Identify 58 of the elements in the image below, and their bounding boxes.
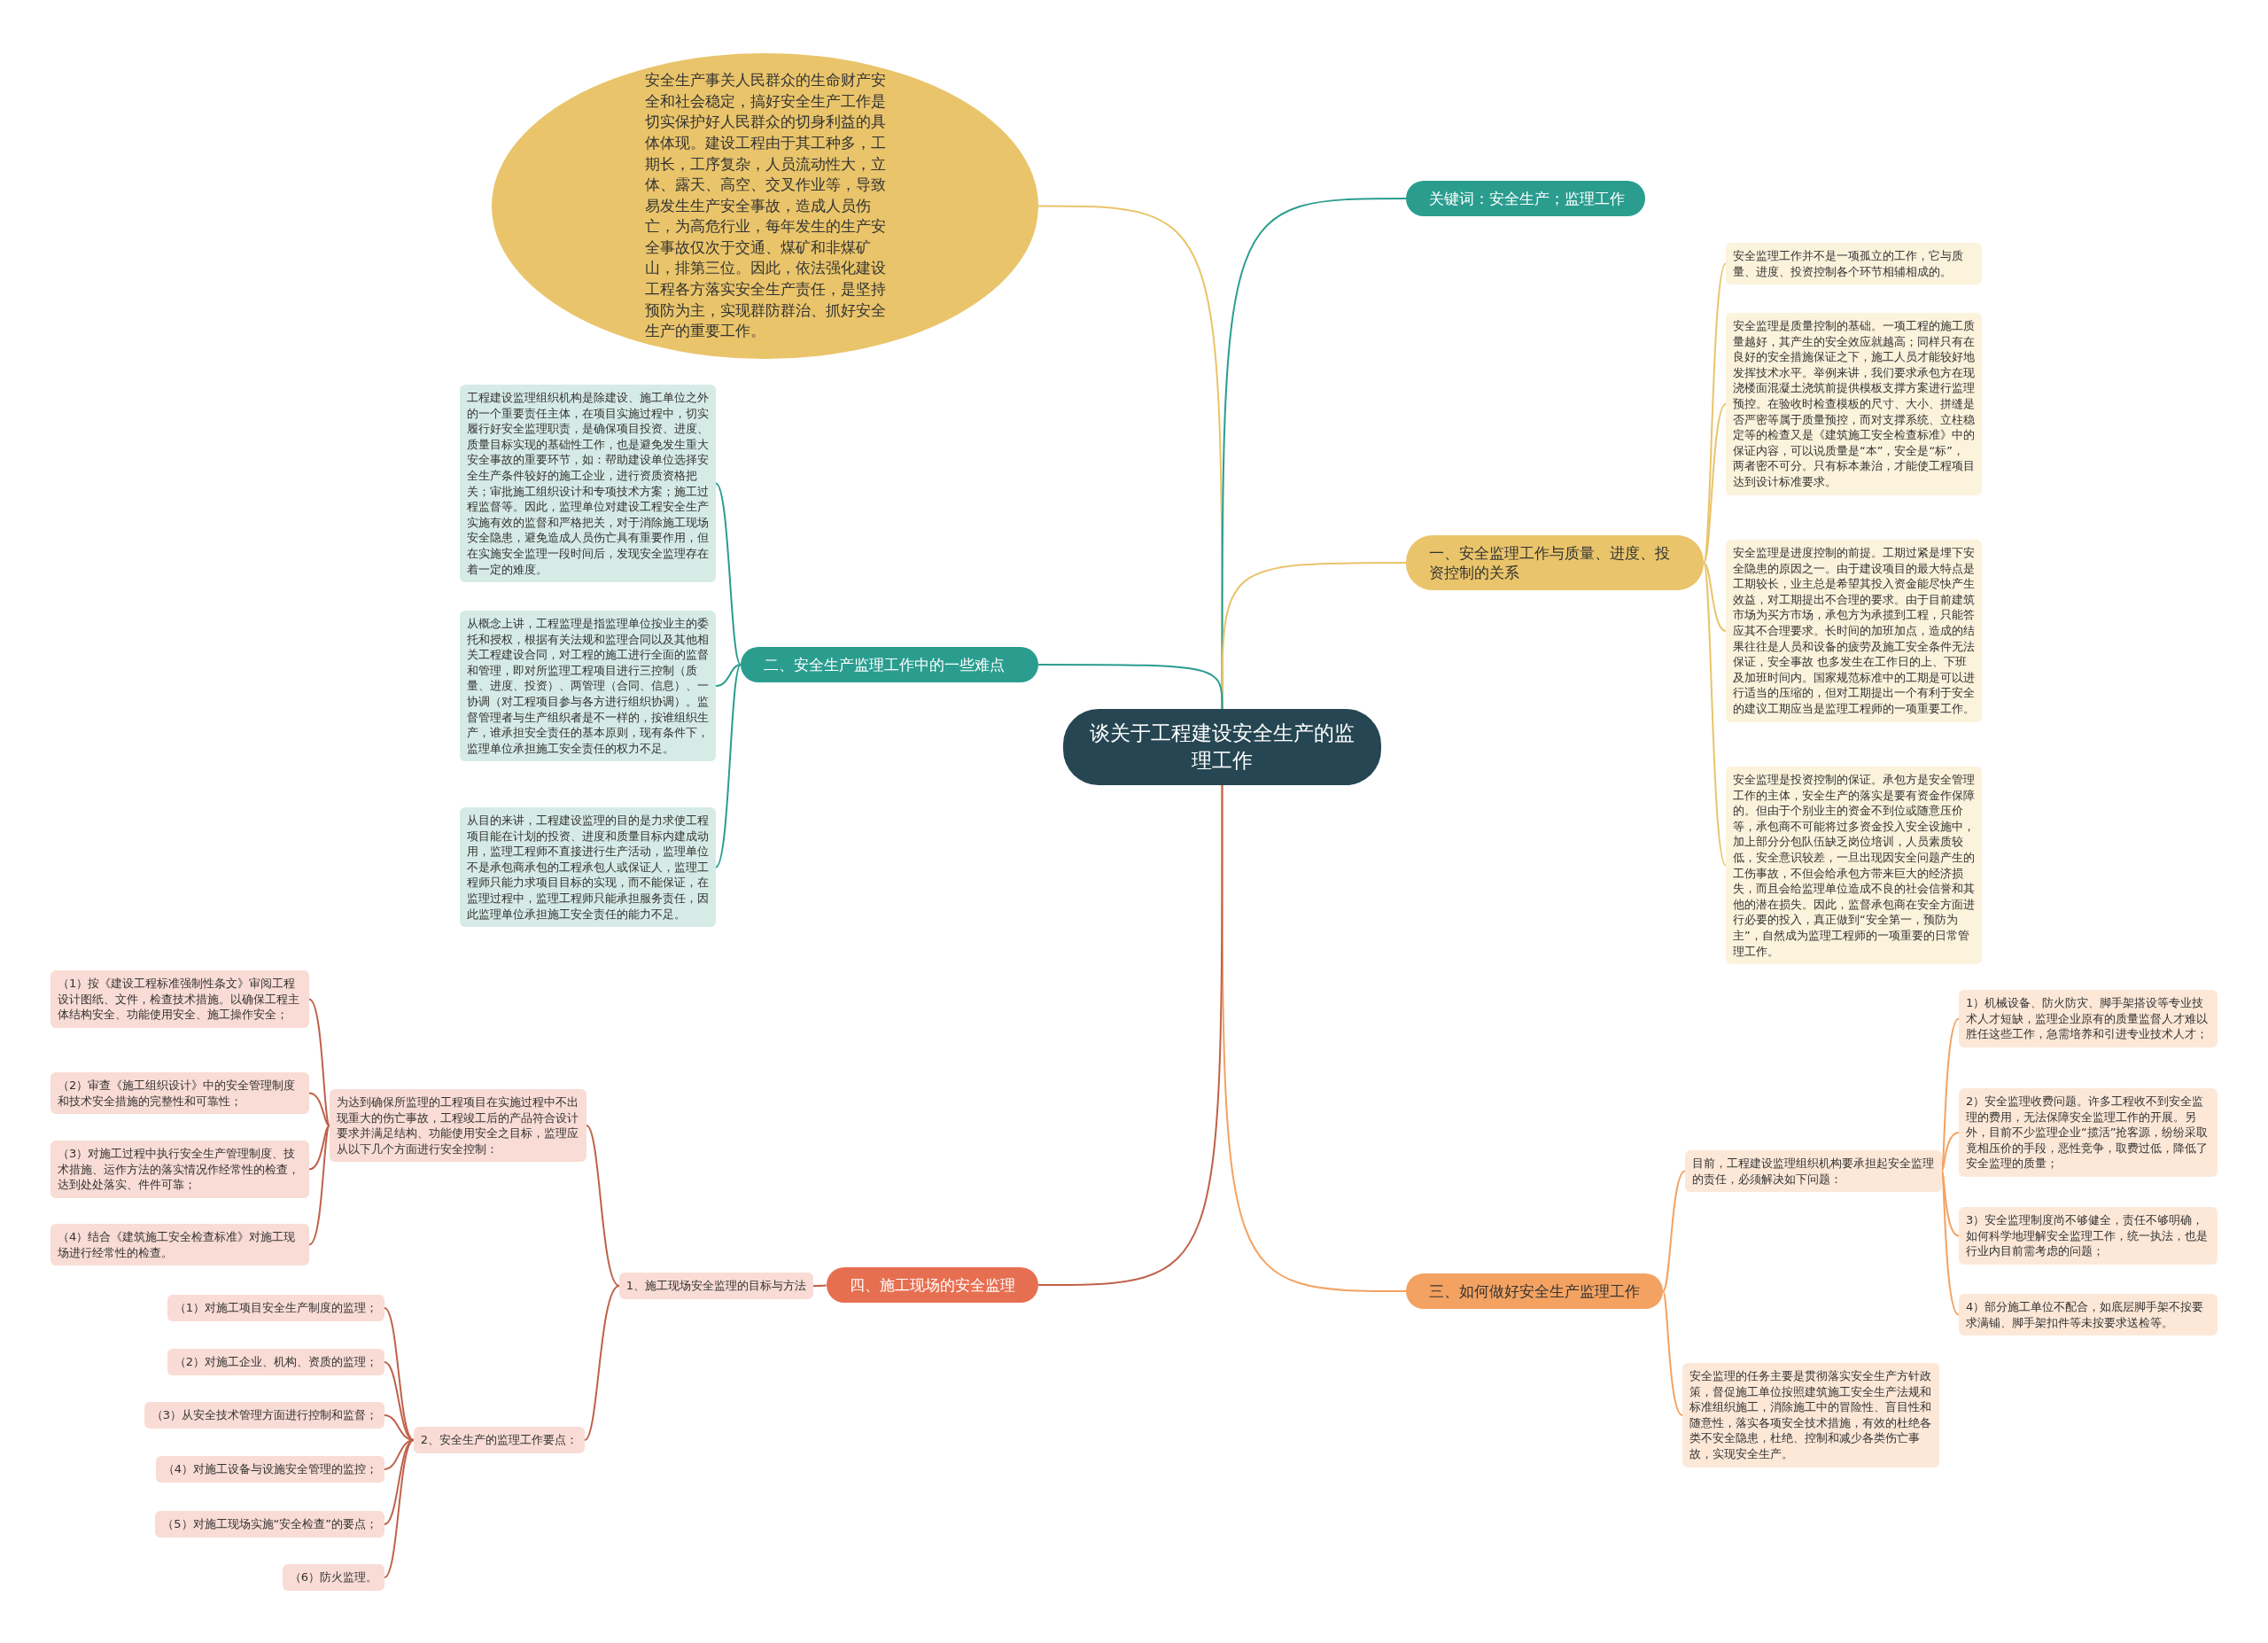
note-box: （3）从安全技术管理方面进行控制和监督； [144,1402,384,1429]
branch-topic: 二、安全生产监理工作中的一些难点 [741,647,1038,682]
note-box: （1）对施工项目安全生产制度的监理； [167,1295,384,1321]
note-box: 3）安全监理制度尚不够健全，责任不够明确，如何科学地理解安全监理工作，统一执法，也是行业内目前需考虑的问题； [1959,1207,2218,1265]
connector-line [384,1361,415,1441]
note-box: （2）审查《施工组织设计》中的安全管理制度和技术安全措施的完整性和可靠性； [50,1072,309,1115]
central-topic: 谈关于工程建设安全生产的监理工作 [1063,709,1381,785]
connector-line [1703,562,1727,867]
branch-topic: 三、如何做好安全生产监理工作 [1406,1273,1663,1309]
connector-line [1941,1132,1960,1172]
note-box: 工程建设监理组织机构是除建设、施工单位之外的一个重要责任主体，在项目实施过程中，切实履行好安全监理职责，是确保项目投资、进度、质量目标实现的基础性工作，也是避免发生重大安全事故的重要环节，如：帮助建设单位选择安全生产条件较好的施工企业，进行资质资格把关；审批施工组织设计和专项技术方案；施工过程监督等。因此，监理单位对建设工程安全生产实施有效的监督和严格把关，对于消除施工现场安全隐患，避免造成人员伤亡具有重要作用，但在实施安全监理一段时间后，发现安全监理存在着一定的难度。 [460,385,716,583]
branch-topic: 关键词：安全生产；监理工作 [1406,181,1645,216]
note-box: 2、安全生产的监理工作要点： [413,1427,585,1453]
note-box: 目前，工程建设监理组织机构要承担起安全监理的责任，必须解决如下问题： [1685,1150,1942,1193]
connector-line [1703,403,1727,564]
note-box: （4）结合《建筑施工安全检查标准》对施工现场进行经常性的检查。 [50,1224,309,1266]
branch-topic: 四、施工现场的安全监理 [827,1267,1038,1303]
connector-line [1037,784,1223,1286]
note-box: 安全监理是质量控制的基础。一项工程的施工质量越好，其产生的安全效应就越高；同样只有在良好的安全措施保证之下，施工人员才能较好地发挥技术水平。举例来讲，我们要求承包方在现浇楼面混凝土浇筑前提供模板支撑方案进行监理预控。在验收时检查模板的尺寸、大小、拼缝是否严密等属于质量预控，而对支撑系统、立柱稳定等的检查又是《建筑施工安全检查标准》中的保证内容，可以说质量是“本”，安全是“标”，两者密不可分。只有标本兼治，才能使工程项目达到设计标准要求。 [1726,313,1982,495]
note-box: 安全监理是投资控制的保证。承包方是安全管理工作的主体，安全生产的落实是要有资金作保障的。但由于个别业主的资金不到位或随意压价等，承包商不可能将过多资金投入安全设施中，加上部分分包队伍缺乏岗位培训，人员素质较低，安全意识较差，一旦出现因安全问题产生的工伤事故，不但会给承包方带来巨大的经济损失，而且会给监理单位造成不良的社会信誉和其他的潜在损失。因此，监督承包商在安全方面进行必要的投入，真正做到“安全第一，预防为主”，自然成为监理工程师的一项重要的日常管理工作。 [1726,767,1982,965]
note-box: （5）对施工现场实施“安全检查”的要点； [155,1511,384,1538]
connector-line [384,1439,415,1578]
note-box: 从目的来讲，工程建设监理的目的是力求使工程项目能在计划的投资、进度和质量目标内建成动用，监理工程师不直接进行生产活动，监理单位不是承包商承包的工程承包人或保证人，监理工程师只能力求项目目标的实现，而不能保证，在监理过程中，监理工程师只能承担服务责任，因此监理单位承担施工安全责任的能力不足。 [460,807,716,928]
connector-line [715,664,742,687]
connector-line [586,1125,620,1287]
note-box: （4）对施工设备与设施安全管理的监控； [155,1456,384,1483]
connector-line [1037,664,1223,710]
connector-line [308,1125,330,1171]
note-box: 4）部分施工单位不配合，如底层脚手架不按要求满铺、脚手架扣件等未按要求送检等。 [1959,1294,2218,1336]
note-box: （3）对施工过程中执行安全生产管理制度、技术措施、运作方法的落实情况作经常性的检查，达到处处落实、件件可靠； [50,1141,309,1198]
note-box: 1）机械设备、防火防灾、脚手架搭设等专业技术人才短缺，监理企业原有的质量监督人才难以胜任这些工作，急需培养和引进专业技术人才； [1959,990,2218,1047]
connector-line [1221,562,1407,710]
connector-line [1662,1290,1683,1416]
note-box: 2）安全监理收费问题。许多工程收不到安全监理的费用，无法保障安全监理工作的开展。另外，目前不少监理企业“揽活”抢客源，纷纷采取竟相压价的手段，恶性竞争，取费过低，降低了安全监理的质量； [1959,1088,2218,1177]
branch-topic: 一、安全监理工作与质量、进度、投资控制的关系 [1406,535,1704,590]
note-box: （6）防火监理。 [282,1564,384,1591]
connector-line [384,1307,415,1441]
connector-line [715,664,742,868]
connector-line [715,482,742,666]
note-box: 安全监理工作并不是一项孤立的工作，它与质量、进度、投资控制各个环节相辅相成的。 [1726,243,1982,285]
connector-line [1662,1170,1686,1292]
note-box: 从概念上讲，工程监理是指监理单位按业主的委托和授权，根据有关法规和监理合同以及其他相关工程建设合同，对工程的施工进行全面的监督和管理，即对所监理工程项目进行三控制（质量、进度、投资）、两管理（合同、信息）、一协调（对工程项目参与各方进行组织协调）。监督管理者与生产组织者是不一样的，按谁组织生产，谁承担安全责任的基本原则，现有条件下，监理单位承担施工安全责任的权力不足。 [460,611,716,762]
connector-line [1221,784,1407,1292]
note-box: 1、施工现场安全监理的目标与方法 [618,1273,813,1299]
connector-line [812,1284,828,1287]
note-box: （1）按《建设工程标准强制性条文》审阅工程设计图纸、文件，检查技术措施。以确保工程主体结构安全、功能使用安全、施工操作安全； [50,970,309,1028]
note-box: 安全监理的任务主要是贯彻落实安全生产方针政策，督促施工单位按照建筑施工安全生产法规和标准组织施工，消除施工中的冒险性、盲目性和随意性，落实各项安全技术措施，有效的杜绝各类不安全隐患，杜绝、控制和减少各类伤亡事故，实现安全生产。 [1682,1363,1939,1468]
note-box: （2）对施工企业、机构、资质的监理； [167,1349,384,1375]
connector-line [308,1092,330,1126]
note-box: 安全监理是进度控制的前提。工期过紧是埋下安全隐患的原因之一。由于建设项目的最大特点是工期较长，业主总是希望其投入资金能尽快产生效益，对工期提出不合理的要求。由于目前建筑市场为买方市场，承包方为承揽到工程，只能答应其不合理要求。长时间的加班加点，造成的结果往往是人员和设备的疲劳及施工安全条件无法保证，安全事故 也多发生在工作日的上、下班及加班时间内。国家规范标准中的工期是可以进行适当的压缩的，但对工期提出一个有利于安全的建议工期应当是监理工程师的一项重要工作。 [1726,540,1982,722]
connector-line [1941,1170,1960,1237]
connector-line [308,998,330,1126]
note-box: 为达到确保所监理的工程项目在实施过程中不出现重大的伤亡事故，工程竣工后的产品符合设计要求并满足结构、功能使用安全之目标，监理应从以下几个方面进行安全控制： [330,1089,586,1163]
connector-line [1703,562,1727,632]
summary-oval: 安全生产事关人民群众的生命财产安全和社会稳定，搞好安全生产工作是切实保护好人民群众的切身利益的具体体现。建设工程由于其工种多，工期长，工序复杂，人员流动性大，立体、露天、高空、交叉作业等，导致易发生生产安全事故，造成人员伤亡，为高危行业，每年发生的生产安全事故仅次于交通、煤矿和非煤矿山，排第三位。因此，依法强化建设工程各方落实安全生产责任，是坚持预防为主，实现群防群治、抓好安全生产的重要工作。 [492,53,1038,359]
connector-line [1941,1170,1960,1316]
connector-line [308,1125,330,1246]
connector-line [584,1285,620,1441]
